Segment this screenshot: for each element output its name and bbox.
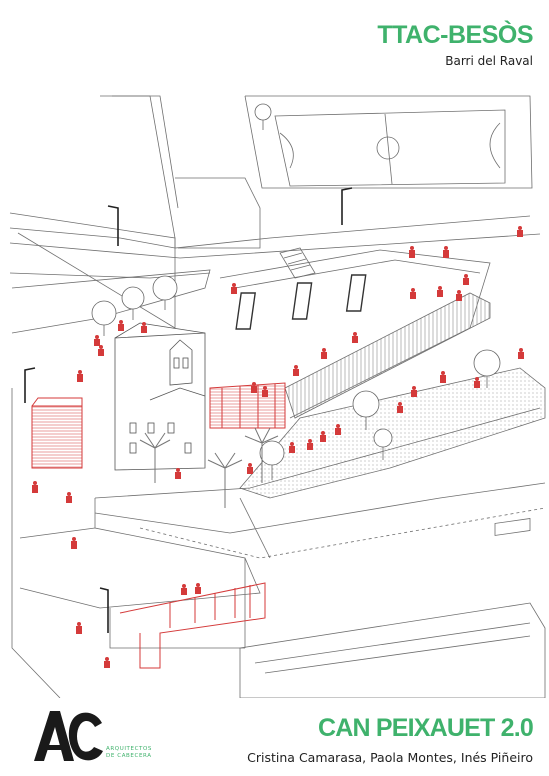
person-figure-icon — [141, 322, 147, 333]
ac-monogram-logo — [34, 711, 103, 761]
tree-icon — [254, 103, 272, 130]
street-lamp-icon — [107, 205, 119, 246]
firm-name: ARQUITECTOS DE CABECERA — [106, 746, 186, 760]
person-figure-icon — [397, 402, 403, 413]
tree-icon — [352, 390, 380, 430]
dotted-garden — [239, 367, 546, 499]
person-figure-icon — [352, 332, 358, 343]
tree-icon — [473, 349, 501, 388]
city-block-bottom-right — [239, 602, 546, 698]
lower-platform — [19, 498, 261, 609]
person-figure-icon — [307, 439, 313, 450]
people-group — [32, 226, 524, 668]
person-figure-icon — [443, 246, 449, 258]
red-pergola-bottom — [119, 582, 266, 669]
person-figure-icon — [98, 345, 104, 356]
tree-icon — [91, 300, 117, 336]
person-figure-icon — [66, 492, 72, 503]
red-stair-structure — [209, 382, 286, 429]
project-title: CAN PEIXAUET 2.0 — [317, 714, 534, 742]
street-edge — [9, 212, 531, 249]
person-figure-icon — [411, 386, 417, 397]
street-lamp-icon — [99, 587, 109, 633]
person-figure-icon — [463, 274, 469, 285]
city-block-top — [175, 177, 261, 249]
street-lamp-icon — [341, 187, 353, 225]
firm-name-line-2: DE CABECERA — [106, 753, 152, 759]
person-figure-icon — [76, 622, 82, 634]
palm-tree-icon — [207, 452, 243, 508]
person-figure-icon — [181, 584, 187, 595]
person-figure-icon — [409, 246, 415, 258]
historic-house — [114, 322, 206, 471]
tree-icon — [152, 275, 178, 310]
axonometric-drawing — [9, 95, 546, 698]
sports-court — [274, 109, 506, 187]
person-figure-icon — [94, 335, 100, 346]
firm-name-line-1: ARQUITECTOS — [106, 746, 153, 752]
person-figure-icon — [231, 283, 237, 294]
person-figure-icon — [118, 320, 124, 331]
person-figure-icon — [440, 371, 446, 383]
person-figure-icon — [320, 431, 326, 442]
park-boundary — [11, 269, 211, 334]
striped-building — [284, 292, 491, 419]
person-figure-icon — [410, 288, 416, 299]
person-figure-icon — [456, 290, 462, 301]
person-figure-icon — [32, 481, 38, 493]
city-block-top-left — [17, 95, 176, 329]
person-figure-icon — [247, 463, 253, 474]
person-figure-icon — [262, 386, 268, 397]
person-figure-icon — [289, 442, 295, 453]
tree-icon — [259, 440, 285, 480]
planter — [235, 292, 256, 330]
tree-icon — [121, 286, 145, 320]
street-lamp-icon — [24, 367, 36, 403]
red-pavilion-left — [31, 405, 83, 469]
person-figure-icon — [71, 537, 77, 549]
person-figure-icon — [104, 657, 110, 668]
palm-tree-icon — [139, 432, 171, 483]
person-figure-icon — [251, 382, 257, 393]
page-title: TTAC-BESÒS — [377, 21, 533, 49]
stairs — [279, 247, 316, 279]
person-figure-icon — [437, 286, 443, 297]
planter — [345, 274, 367, 312]
planter — [291, 282, 313, 320]
person-figure-icon — [195, 583, 201, 594]
person-figure-icon — [321, 348, 327, 359]
person-figure-icon — [335, 424, 341, 435]
person-figure-icon — [77, 370, 83, 382]
palm-tree-icon — [244, 427, 279, 483]
tree-icon — [373, 428, 393, 460]
authors-line: Cristina Camarasa, Paola Montes, Inés Pi… — [247, 750, 533, 765]
person-figure-icon — [517, 226, 523, 237]
person-figure-icon — [175, 468, 181, 479]
page-subtitle: Barri del Raval — [445, 54, 533, 68]
person-figure-icon — [518, 348, 524, 359]
person-figure-icon — [293, 365, 299, 376]
person-figure-icon — [474, 377, 480, 388]
